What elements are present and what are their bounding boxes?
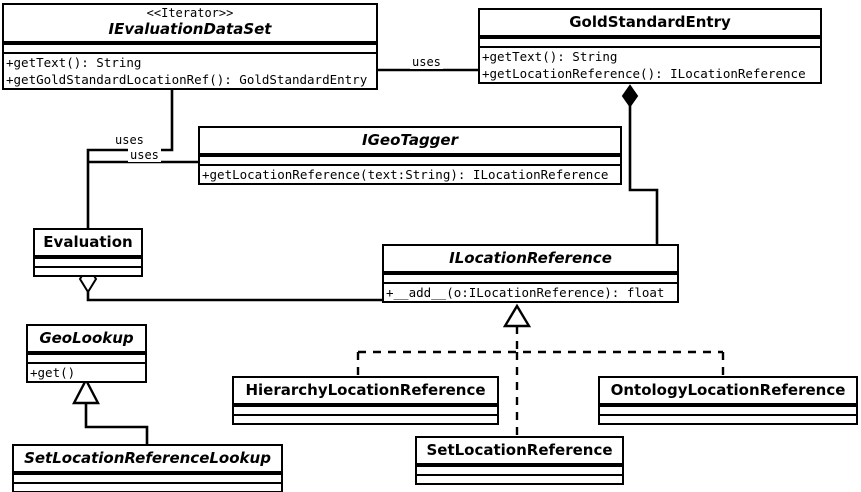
attributes-compartment-evaluation: [35, 256, 141, 266]
class-name-label: SetLocationReferenceLookup: [24, 449, 271, 467]
method-item: +__add__(o:ILocationReference): float: [386, 284, 665, 300]
methods-compartment-evaluation: [35, 265, 141, 275]
realization-triangle: [502, 303, 532, 328]
edge-label-uses-evaluation-geotagger: uses: [128, 148, 161, 162]
class-name-label: Evaluation: [43, 233, 133, 251]
generalization-triangle: [72, 377, 100, 405]
edge-composition-goldstandardentry-ilocationreference: [621, 84, 659, 244]
class-name-label: SetLocationReference: [426, 441, 613, 459]
method-item: +getText(): String: [6, 54, 142, 70]
attributes-compartment-hierarchylocationreference: [234, 404, 497, 414]
methods-compartment-geolookup: +get(): [28, 361, 145, 382]
class-name-label: ILocationReference: [449, 249, 612, 267]
method-item: +getLocationReference(): ILocationRefere…: [482, 66, 806, 82]
stereotype-label: <<Iterator>>: [146, 6, 234, 20]
class-header-igeotagger: IGeoTagger: [200, 128, 620, 155]
edge-label-uses-evaluation-dataset: uses: [113, 133, 146, 147]
methods-compartment-goldstandardentry: +getText(): String +getLocationReference…: [480, 45, 820, 83]
class-name-label: HierarchyLocationReference: [245, 381, 486, 399]
edge-label-uses-goldstandardentry: uses: [410, 55, 443, 69]
methods-compartment-ontologylocationreference: [600, 413, 856, 423]
class-name-label: OntologyLocationReference: [610, 381, 846, 399]
method-item: +getText(): String: [482, 48, 618, 64]
methods-compartment-setlocationreferencelookup: [14, 481, 281, 491]
attributes-compartment-ontologylocationreference: [600, 404, 856, 414]
class-setlocationreference[interactable]: SetLocationReference: [415, 436, 624, 485]
class-evaluation[interactable]: Evaluation: [33, 228, 143, 277]
class-header-ontologylocationreference: OntologyLocationReference: [600, 378, 856, 405]
class-name-label: GeoLookup: [39, 329, 134, 347]
class-name-label: IEvaluationDataSet: [108, 19, 272, 38]
class-header-goldstandardentry: GoldStandardEntry: [480, 10, 820, 37]
attributes-compartment-setlocationreference: [417, 464, 622, 474]
methods-compartment-ievaluationdataset: +getText(): String +getGoldStandardLocat…: [4, 51, 376, 89]
class-header-ilocationreference: ILocationReference: [384, 246, 677, 273]
class-header-evaluation: Evaluation: [35, 230, 141, 257]
class-name-label: IGeoTagger: [362, 131, 458, 149]
attributes-compartment-geolookup: [28, 352, 145, 362]
methods-compartment-hierarchylocationreference: [234, 413, 497, 423]
method-item: +getLocationReference(text:String): ILoc…: [202, 166, 609, 182]
attributes-compartment-goldstandardentry: [480, 36, 820, 46]
class-igeotagger[interactable]: IGeoTagger +getLocationReference(text:St…: [198, 126, 622, 186]
method-item: +getGoldStandardLocationRef(): GoldStand…: [6, 71, 368, 87]
class-header-setlocationreference: SetLocationReference: [417, 438, 622, 465]
class-hierarchylocationreference[interactable]: HierarchyLocationReference: [232, 376, 499, 425]
class-geolookup[interactable]: GeoLookup +get(): [26, 324, 147, 384]
composition-diamond: [621, 84, 639, 108]
attributes-compartment-igeotagger: [200, 154, 620, 164]
class-ilocationreference[interactable]: ILocationReference +__add__(o:ILocationR…: [382, 244, 679, 304]
methods-compartment-ilocationreference: +__add__(o:ILocationReference): float: [384, 281, 677, 302]
class-ievaluationdataset[interactable]: <<Iterator>> IEvaluationDataSet +getText…: [2, 3, 378, 91]
class-ontologylocationreference[interactable]: OntologyLocationReference: [598, 376, 858, 425]
class-header-geolookup: GeoLookup: [28, 326, 145, 353]
class-header-setlocationreferencelookup: SetLocationReferenceLookup: [14, 446, 281, 473]
method-item: +get(): [30, 364, 76, 380]
class-header-hierarchylocationreference: HierarchyLocationReference: [234, 378, 497, 405]
attributes-compartment-ievaluationdataset: [4, 42, 376, 52]
class-name-label: GoldStandardEntry: [569, 13, 731, 31]
edge-generalization-setlocationreferencelookup-geolookup: [72, 377, 149, 444]
attributes-compartment-ilocationreference: [384, 272, 677, 282]
class-header-ievaluationdataset: <<Iterator>> IEvaluationDataSet: [4, 5, 376, 43]
methods-compartment-igeotagger: +getLocationReference(text:String): ILoc…: [200, 163, 620, 184]
class-goldstandardentry[interactable]: GoldStandardEntry +getText(): String +ge…: [478, 8, 822, 85]
attributes-compartment-setlocationreferencelookup: [14, 472, 281, 482]
class-setlocationreferencelookup[interactable]: SetLocationReferenceLookup: [12, 444, 283, 492]
methods-compartment-setlocationreference: [417, 473, 622, 483]
